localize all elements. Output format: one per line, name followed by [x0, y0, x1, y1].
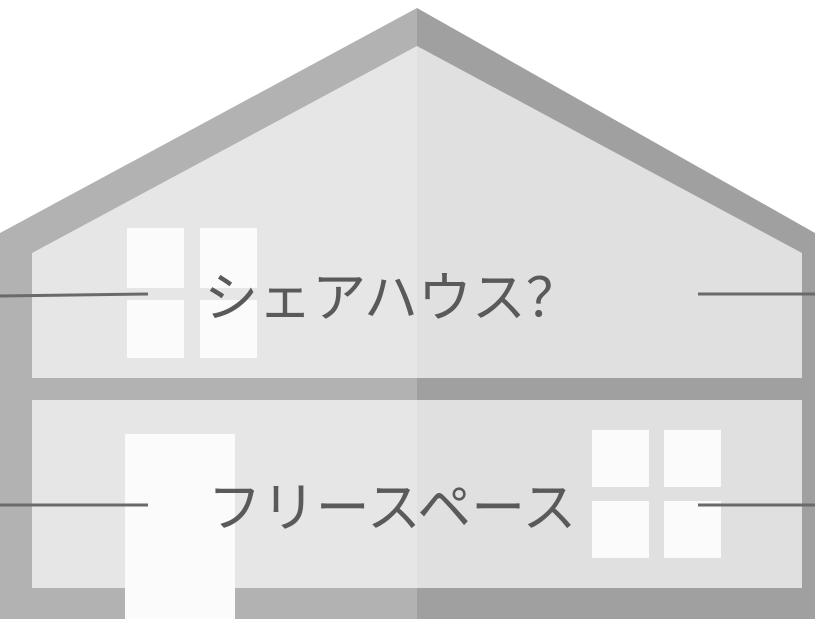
connector-lines: [0, 292, 815, 507]
window-pane: [127, 300, 184, 358]
upper-floor-label: シェアハウス？: [204, 267, 580, 330]
window-pane: [200, 228, 257, 288]
upper-left-connector: [0, 292, 149, 298]
upper-window-icon: [127, 228, 257, 358]
window-pane: [592, 430, 649, 487]
lower-window-icon: [592, 430, 721, 558]
window-pane: [200, 300, 257, 358]
window-pane: [664, 430, 721, 487]
window-pane: [664, 501, 721, 558]
window-pane: [127, 228, 184, 288]
window-pane: [592, 501, 649, 558]
lower-floor-label: フリースペース: [208, 477, 577, 540]
door-icon: [125, 434, 235, 619]
lower-floor: [32, 400, 802, 619]
